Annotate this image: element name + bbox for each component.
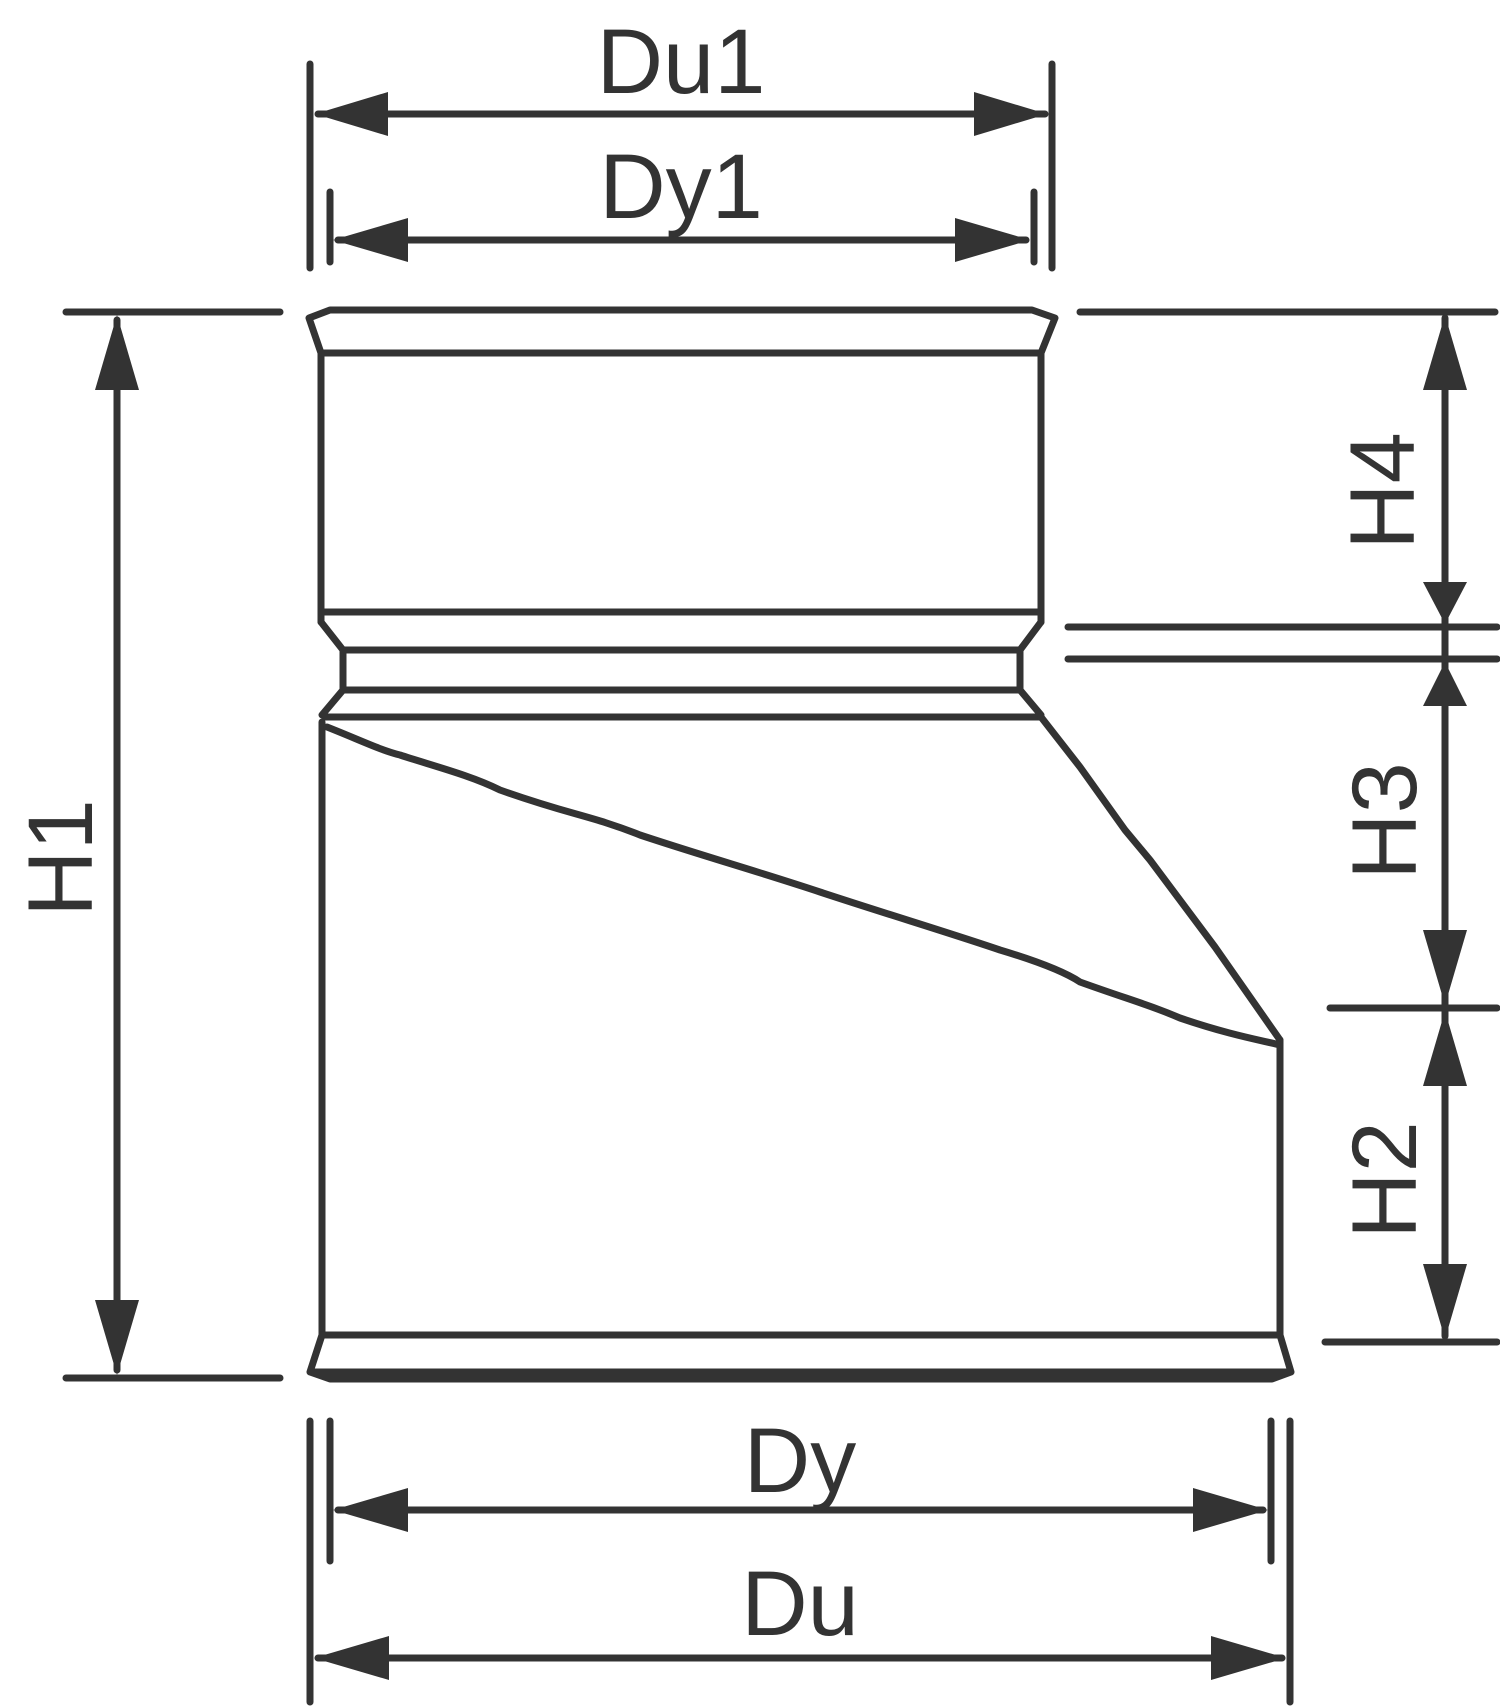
dimension-du1: Du1 <box>306 11 1056 272</box>
h1-arrow-bottom <box>95 1300 139 1375</box>
neck-left <box>317 618 347 719</box>
lower-slant <box>1037 713 1284 1044</box>
part-outline <box>305 306 1295 1383</box>
du1-label: Du1 <box>597 11 766 113</box>
h2-arrow-top <box>1423 1011 1467 1086</box>
dy-arrow-left <box>333 1488 408 1532</box>
h4-arrow-top <box>1423 315 1467 390</box>
neck-band <box>339 646 1024 694</box>
dy1-arrow-left <box>333 218 408 262</box>
dimension-dy: Dy <box>326 1410 1275 1565</box>
h4-label: H4 <box>1332 432 1434 550</box>
du1-arrow-right <box>974 92 1047 136</box>
upper-cylinder <box>317 349 1045 626</box>
dimension-right-heights: H4 H3 H2 <box>1064 308 1500 1346</box>
h3-arrow-top <box>1423 662 1467 706</box>
dimension-dy1: Dy1 <box>326 136 1038 266</box>
h1-arrow-top <box>95 315 139 390</box>
dimension-du: Du <box>306 1417 1294 1706</box>
neck-right <box>1016 618 1045 719</box>
du-label: Du <box>741 1553 859 1655</box>
du1-arrow-left <box>315 92 388 136</box>
du-arrow-right <box>1211 1636 1286 1680</box>
intersection-curve <box>323 723 1284 1049</box>
h3-arrow-bottom <box>1423 930 1467 1005</box>
du-arrow-left <box>314 1636 389 1680</box>
h1-label: H1 <box>10 799 112 917</box>
dimension-h1: H1 <box>10 308 284 1382</box>
dy-label: Dy <box>744 1410 856 1512</box>
dy1-arrow-right <box>955 218 1030 262</box>
h2-arrow-bottom <box>1423 1264 1467 1339</box>
top-flange <box>305 306 1059 357</box>
dy1-label: Dy1 <box>599 136 763 238</box>
h2-label: H2 <box>1334 1121 1436 1239</box>
bottom-flange <box>306 1331 1295 1383</box>
h3-label: H3 <box>1334 762 1436 880</box>
h4-arrow-bottom <box>1423 582 1467 624</box>
lower-body <box>318 718 1284 1339</box>
dy-arrow-right <box>1193 1488 1268 1532</box>
